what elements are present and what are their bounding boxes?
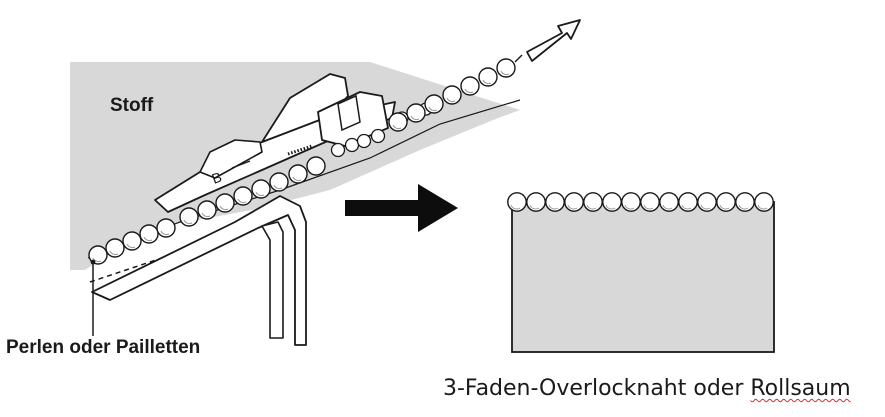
bead: [754, 192, 774, 212]
bead-leader-dot: [90, 259, 96, 265]
foot-groove: [287, 144, 313, 156]
result-caption-prefix: 3-Faden-Overlocknaht oder: [443, 376, 751, 401]
fabric-illustration: B: [70, 19, 581, 346]
pull-arrow-icon: [526, 19, 581, 62]
finished-bead-highlights: [510, 204, 768, 210]
finished-fabric-panel: [511, 201, 775, 353]
result-caption-word: Rollsaum: [750, 376, 851, 401]
finished-fabric: [507, 192, 775, 353]
beads-label: Perlen oder Pailletten: [6, 337, 201, 358]
bead: [583, 192, 603, 212]
bead: [659, 192, 679, 212]
bead-highlights: [92, 70, 510, 263]
bead: [306, 156, 326, 176]
foot-shank-slot: [337, 94, 361, 132]
bead: [716, 192, 736, 212]
bead: [735, 192, 755, 212]
bead: [545, 192, 565, 212]
finished-bead-row: [507, 192, 774, 212]
fabric-label: Stoff: [110, 95, 154, 116]
foot-needle-hole: [231, 160, 251, 169]
machine-bed-inner: [261, 221, 284, 339]
result-arrow-icon: [345, 184, 458, 232]
foot-shank-block: [317, 91, 389, 147]
thread-tail: [514, 54, 523, 63]
bead: [564, 192, 584, 212]
bead: [621, 192, 641, 212]
bead: [678, 192, 698, 212]
bead: [640, 192, 660, 212]
foot-ramp: [199, 139, 263, 179]
bead: [526, 192, 546, 212]
machine-bed: [91, 195, 307, 346]
bead: [697, 192, 717, 212]
bead: [507, 192, 527, 212]
result-caption: 3-Faden-Overlocknaht oder Rollsaum: [443, 376, 851, 401]
bead: [602, 192, 622, 212]
presser-foot: B: [154, 73, 396, 213]
